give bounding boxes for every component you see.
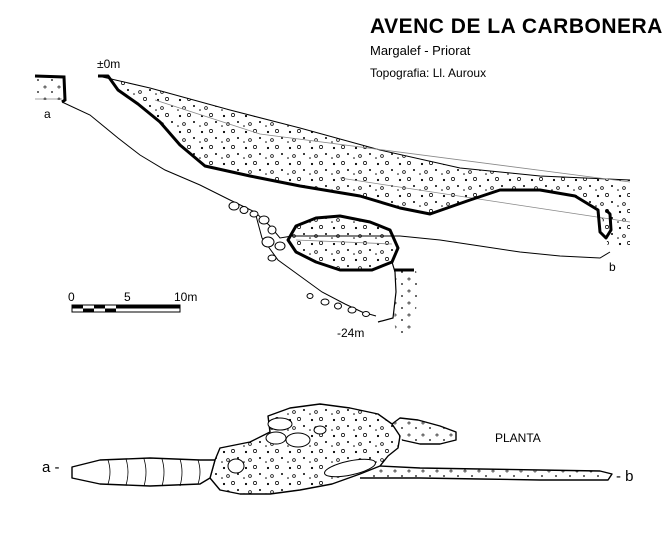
cave-floor (61, 101, 611, 259)
cave-ceiling (98, 74, 613, 240)
scale-tick-5: 5 (124, 290, 131, 304)
cave-location: Margalef - Priorat (370, 43, 471, 58)
boulder-chain (228, 201, 370, 317)
shaft-right-rock (394, 270, 418, 336)
plan-tunnel-marks (107, 458, 201, 487)
scale-tick-10m: 10m (174, 290, 198, 304)
depth-label-bottom: -24m (337, 326, 365, 340)
rock-mass-surface-left (35, 76, 64, 100)
plan-main-chamber (209, 403, 401, 495)
strata-line-1 (154, 99, 631, 183)
shaft-wall (377, 261, 397, 323)
strata-line-2 (339, 177, 631, 223)
entrance-left-wall (34, 74, 67, 104)
rock-pillar (286, 214, 400, 272)
plan-right-passage (360, 465, 613, 481)
plan-upper-branch (391, 417, 457, 445)
depth-label-top: ±0m (97, 57, 121, 71)
scale-tick-0: 0 (68, 290, 75, 304)
rock-pillar-strata (295, 239, 393, 245)
plan-left-tunnel (71, 457, 216, 487)
rock-mass-ceiling (98, 76, 630, 248)
plan-title: PLANTA (495, 431, 541, 445)
cave-title: AVENC DE LA CARBONERA (370, 15, 663, 38)
plan-label-a: a - (42, 459, 60, 476)
scale-bar (71, 304, 181, 313)
plan-label-b: - b (616, 468, 634, 485)
section-label-b: b (609, 260, 616, 274)
plan-boulders (227, 417, 376, 478)
surface-line (97, 75, 631, 181)
section-label-a: a (44, 107, 51, 121)
survey-credit: Topografia: Ll. Auroux (370, 66, 487, 80)
